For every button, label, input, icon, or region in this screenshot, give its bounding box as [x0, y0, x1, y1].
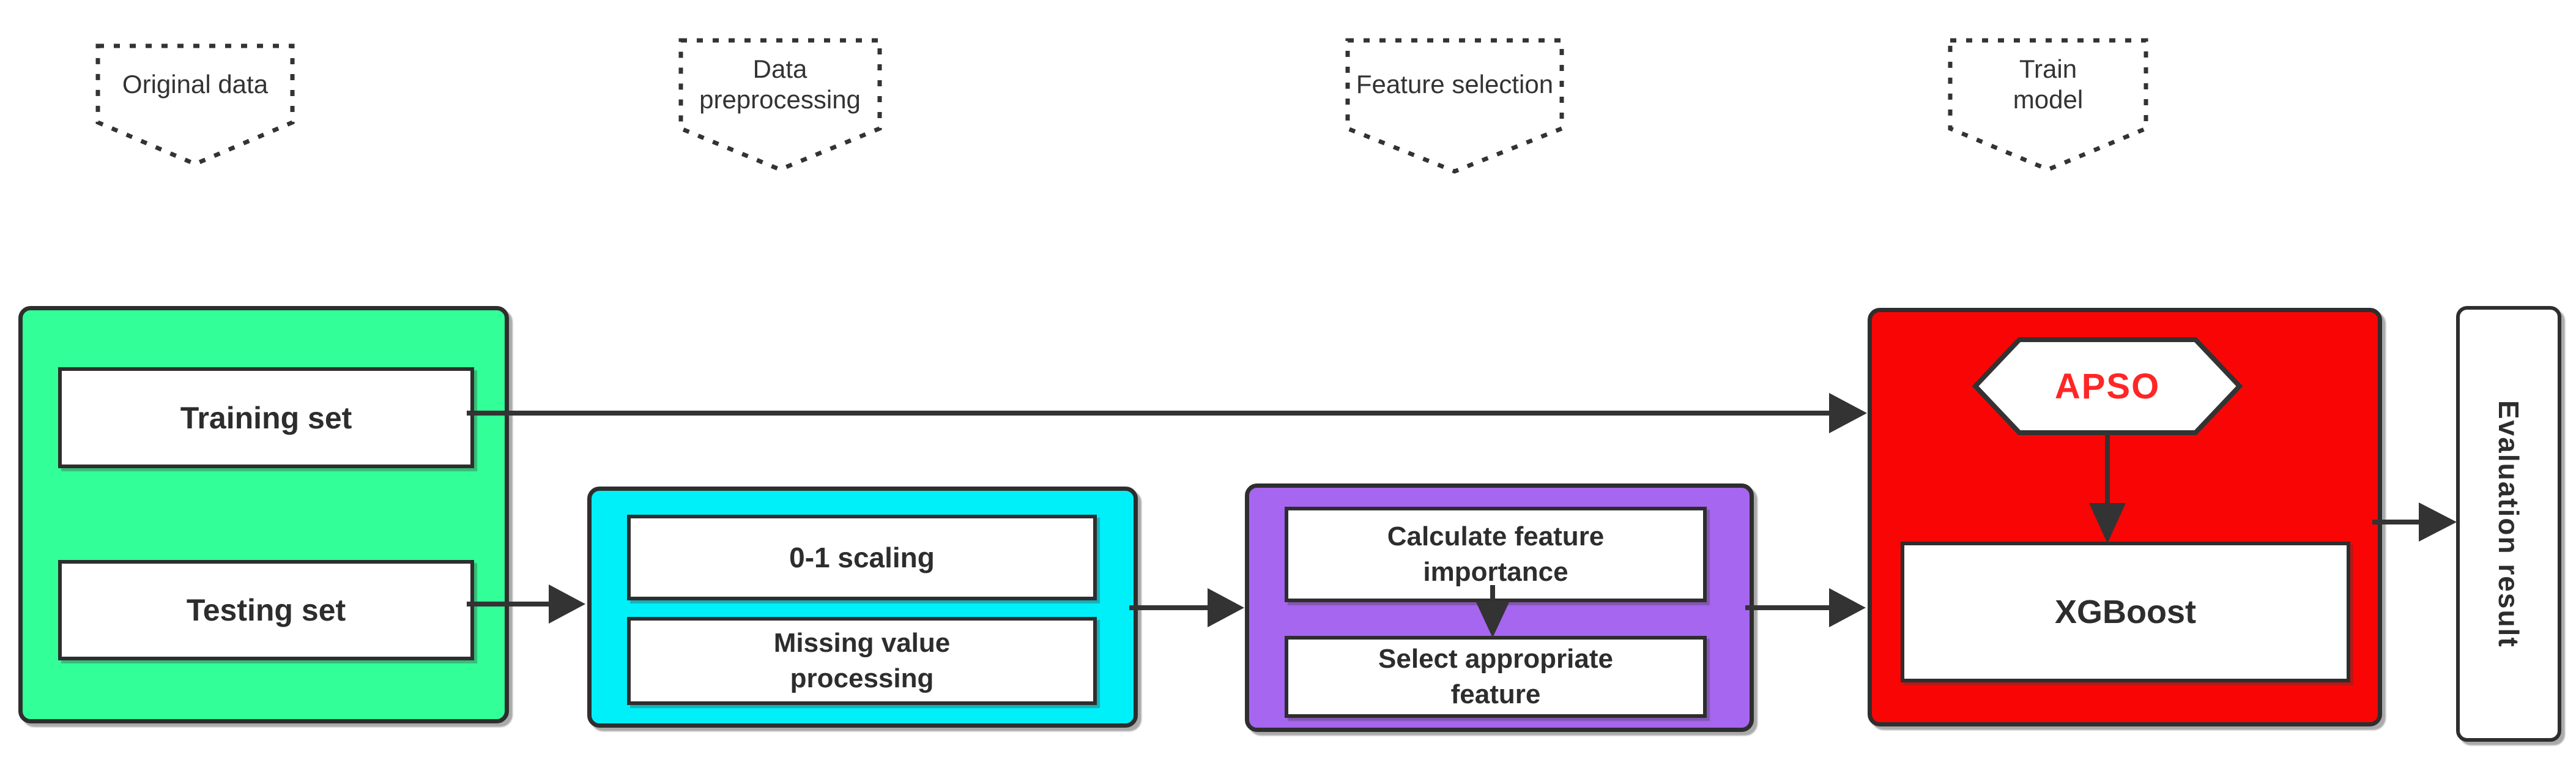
apso-text: APSO: [2054, 366, 2161, 406]
feature-selection-group: Calculate feature importance Select appr…: [1245, 483, 1754, 732]
stage-banner-original-data: Original data: [98, 46, 292, 122]
stage-label-original-data: Original data: [122, 69, 269, 99]
original-data-group: Training set Testing set: [18, 306, 509, 723]
stage-label-feature-selection: Feature selection: [1356, 70, 1554, 99]
train-model-banner-outline: [1948, 38, 2148, 172]
scaling-label: 0-1 scaling: [789, 542, 935, 573]
calculate-importance-label: Calculate feature importance: [1387, 521, 1605, 587]
testing-set-box: Testing set: [58, 560, 474, 660]
stage-banner-train-model: Train model: [2002, 40, 2094, 129]
arrow-testing-to-preprocessing: [467, 584, 585, 624]
training-set-label: Training set: [180, 400, 352, 435]
evaluation-result-box: Evaluation result: [2456, 306, 2561, 742]
feature-selection-banner-outline: [1345, 38, 1564, 174]
arrow-apso-to-xgboost: [2089, 433, 2126, 543]
xgboost-label: XGBoost: [2054, 594, 2196, 630]
original-data-banner-outline: [95, 43, 295, 166]
stage-banner-data-preprocessing: Data preprocessing: [694, 40, 866, 129]
stage-label-train-model: Train model: [2013, 54, 2084, 114]
arrow-importance-to-select: [1475, 585, 1510, 638]
select-feature-box: Select appropriate feature: [1285, 636, 1707, 718]
stage-banner-feature-selection: Feature selection: [1348, 40, 1562, 129]
scaling-box: 0-1 scaling: [627, 515, 1097, 600]
missing-value-box: Missing value processing: [627, 617, 1097, 705]
select-feature-label: Select appropriate feature: [1378, 644, 1613, 709]
arrow-selection-to-model: [1745, 588, 1866, 627]
arrow-model-to-evaluation: [2372, 502, 2457, 542]
data-preprocessing-group: 0-1 scaling Missing value processing: [587, 487, 1138, 728]
stage-label-data-preprocessing: Data preprocessing: [699, 54, 861, 114]
arrow-preprocessing-to-selection: [1129, 588, 1244, 627]
apso-label: APSO: [1975, 340, 2240, 433]
xgboost-box: XGBoost: [1901, 542, 2350, 682]
evaluation-result-label: Evaluation result: [2493, 400, 2525, 648]
training-set-box: Training set: [58, 367, 474, 468]
missing-value-label: Missing value processing: [773, 628, 951, 693]
train-model-group: XGBoost: [1868, 308, 2382, 726]
testing-set-label: Testing set: [186, 593, 346, 627]
calculate-importance-box: Calculate feature importance: [1285, 507, 1707, 602]
data-preprocessing-banner-outline: [678, 38, 882, 172]
arrow-training-to-model: [467, 393, 1867, 433]
apso-hexagon: [1972, 337, 2243, 435]
